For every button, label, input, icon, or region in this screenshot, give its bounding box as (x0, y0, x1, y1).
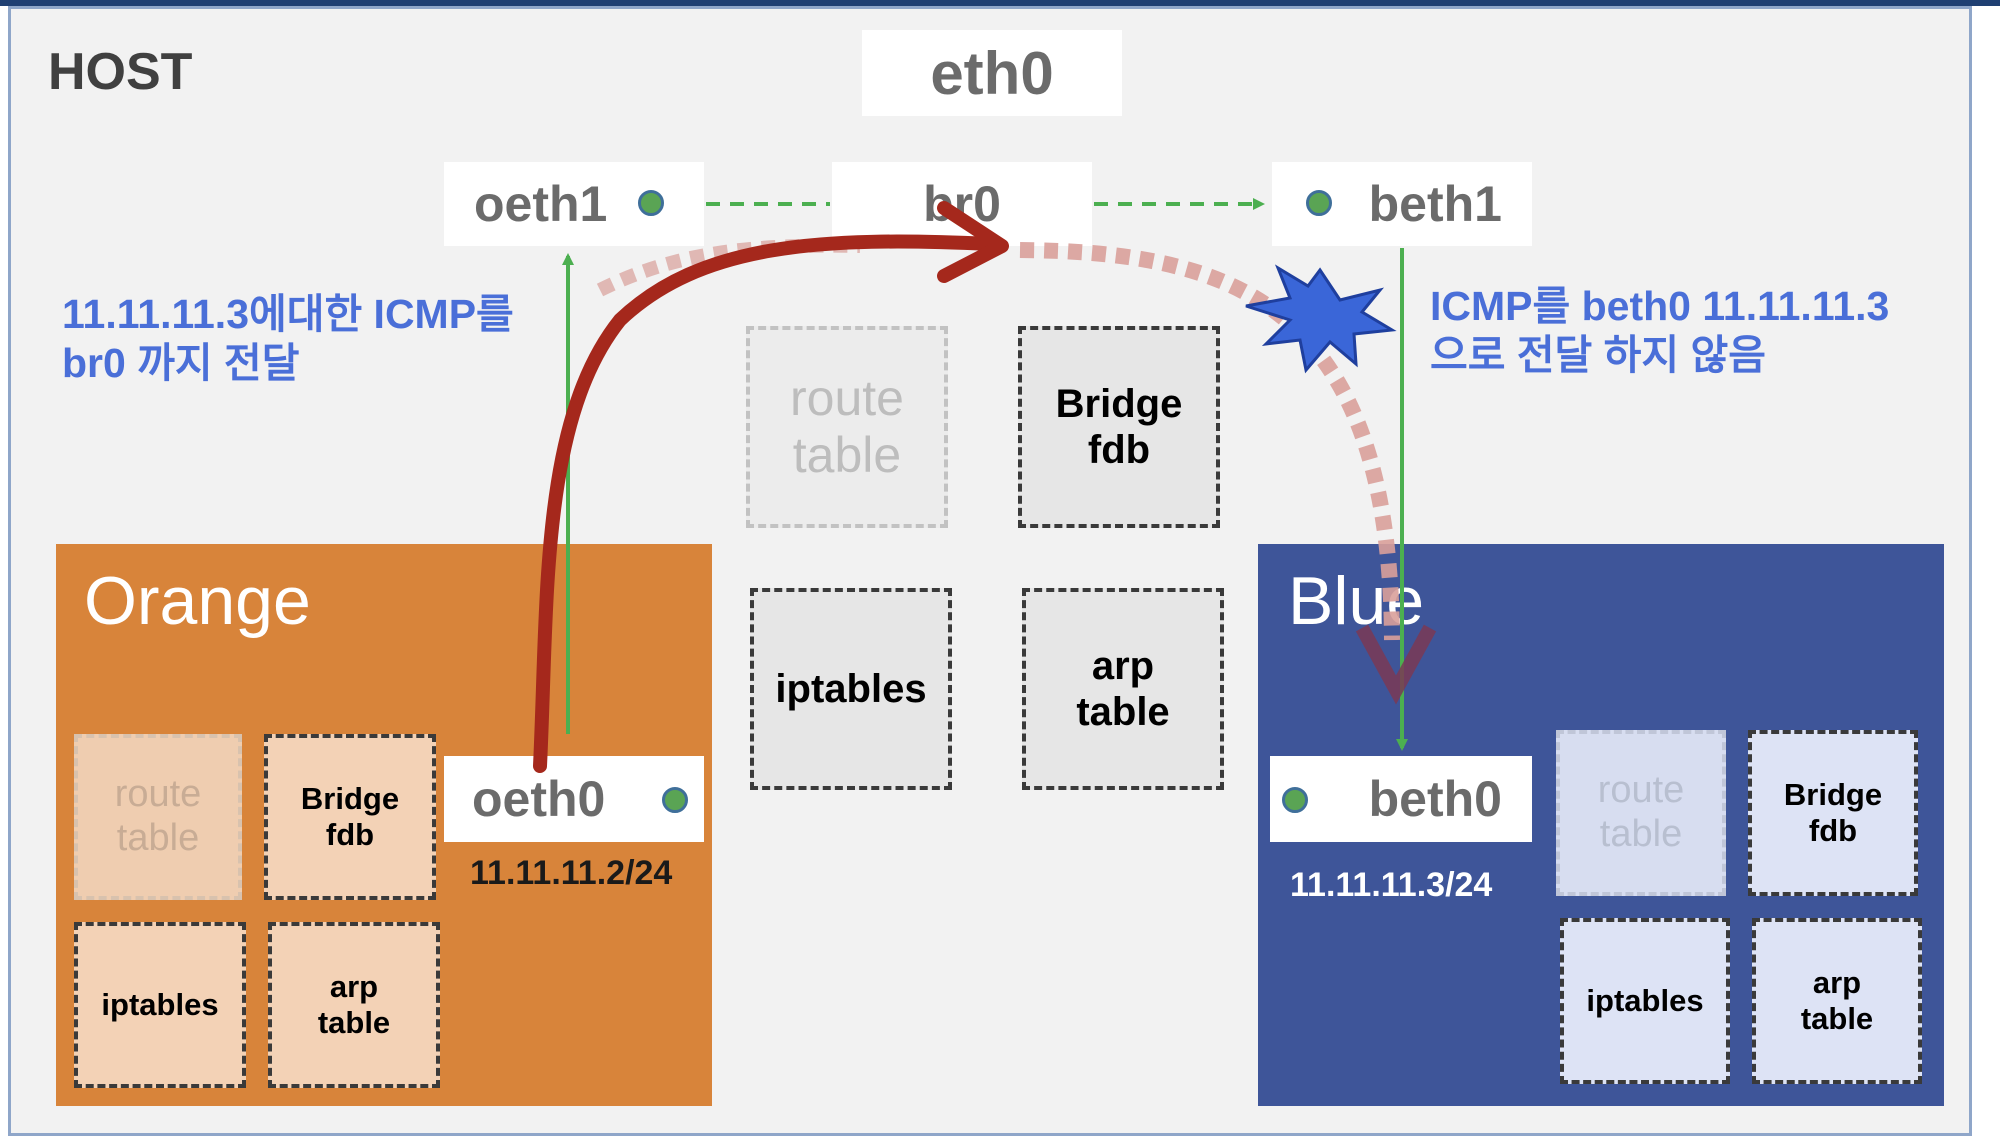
blocked-burst-icon (1245, 264, 1397, 374)
beth0-port-dot (1282, 787, 1308, 813)
beth0-label: beth0 (1368, 771, 1502, 827)
right-annotation: ICMP를 beth0 11.11.11.3 으로 전달 하지 않음 (1430, 283, 1890, 379)
host-label: HOST (48, 43, 193, 101)
oeth1-label: oeth1 (474, 176, 608, 232)
blue-route-table: route table (1556, 730, 1726, 896)
eth0-interface: eth0 (862, 30, 1122, 116)
oeth1-port-dot (638, 190, 664, 216)
blue-ip: 11.11.11.3/24 (1290, 866, 1493, 904)
faded-icmp-path-left (596, 238, 861, 297)
blue-arp-table: arp table (1752, 918, 1922, 1084)
beth0-interface: beth0 (1270, 756, 1532, 842)
blue-bridge-fdb: Bridge fdb (1748, 730, 1918, 896)
oeth1-interface: oeth1 (444, 162, 704, 246)
beth1-label: beth1 (1368, 176, 1502, 232)
host-route-table: route table (746, 326, 948, 528)
oeth0-interface: oeth0 (444, 756, 704, 842)
host-arp-table: arp table (1022, 588, 1224, 790)
orange-bridge-fdb: Bridge fdb (264, 734, 436, 900)
oeth0-port-dot (662, 787, 688, 813)
orange-title: Orange (84, 563, 311, 639)
blue-iptables: iptables (1560, 918, 1730, 1084)
orange-iptables: iptables (74, 922, 246, 1088)
orange-ip: 11.11.11.2/24 (470, 854, 673, 892)
blocked-arrowhead (1355, 624, 1437, 705)
orange-route-table: route table (74, 734, 242, 900)
left-annotation: 11.11.11.3에대한 ICMP를 br0 까지 전달 (62, 291, 514, 387)
top-border (0, 0, 2000, 6)
host-iptables: iptables (750, 588, 952, 790)
orange-arp-table: arp table (268, 922, 440, 1088)
beth1-interface: beth1 (1272, 162, 1532, 246)
beth1-port-dot (1306, 190, 1332, 216)
oeth0-label: oeth0 (472, 771, 606, 827)
icmp-forward-arrow (533, 234, 997, 773)
host-bridge-fdb: Bridge fdb (1018, 326, 1220, 528)
icmp-forward-arrowhead (937, 201, 1009, 283)
